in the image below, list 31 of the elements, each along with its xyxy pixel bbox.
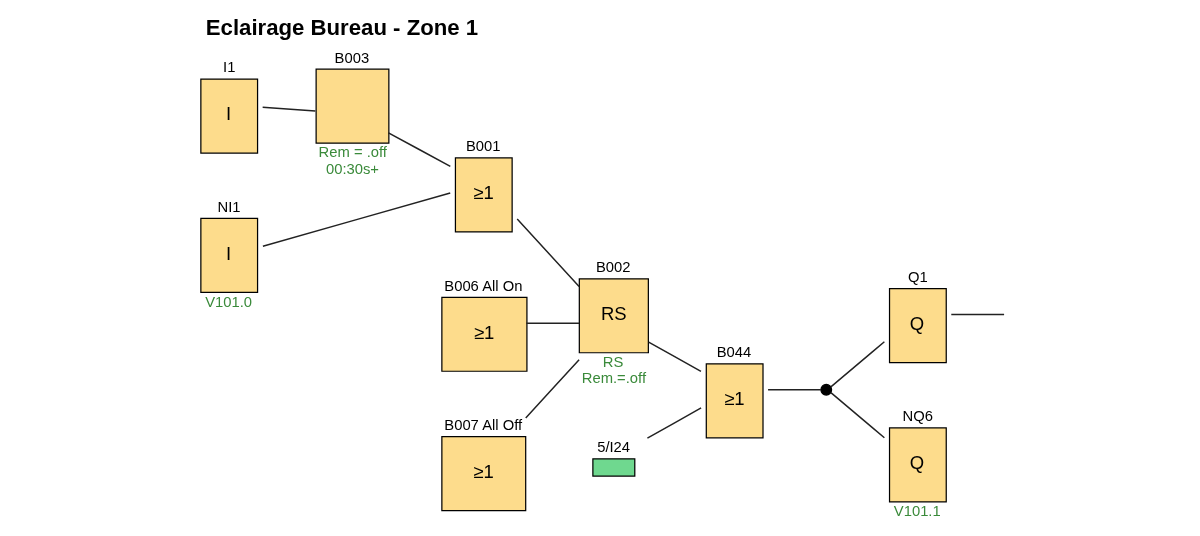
diagram-title: Eclairage Bureau - Zone 1	[205, 14, 478, 40]
node-label: Rem.=.off	[581, 370, 646, 387]
connector	[261, 192, 451, 247]
node-label: V101.0	[204, 293, 252, 310]
node-label: 5/I24	[596, 439, 630, 456]
node-label: B044	[716, 344, 751, 361]
node-label: NQ6	[901, 408, 933, 425]
connector	[950, 313, 1005, 316]
node-label: V101.1	[893, 503, 941, 520]
connector	[766, 389, 822, 391]
node-label: NI1	[217, 198, 241, 215]
node-circle	[819, 383, 832, 396]
node-label: I1	[222, 59, 235, 76]
node-label: Rem = .off	[318, 144, 387, 161]
node-label: B007 All Off	[443, 416, 522, 433]
node-label: Q1	[907, 268, 928, 285]
node-label: B006 All On	[443, 277, 522, 294]
connector	[647, 341, 702, 373]
connector	[646, 407, 702, 439]
connector	[515, 218, 580, 288]
node-label: B003	[334, 49, 369, 66]
node-label: B001	[465, 138, 500, 155]
connector	[261, 106, 316, 112]
node-label: B002	[595, 259, 630, 276]
connector	[524, 359, 580, 419]
node-label: 00:30s+	[325, 160, 379, 177]
connector	[525, 322, 580, 324]
connector	[387, 132, 451, 168]
connector	[829, 391, 885, 439]
node-label: RS	[602, 354, 623, 371]
connector	[829, 341, 885, 388]
